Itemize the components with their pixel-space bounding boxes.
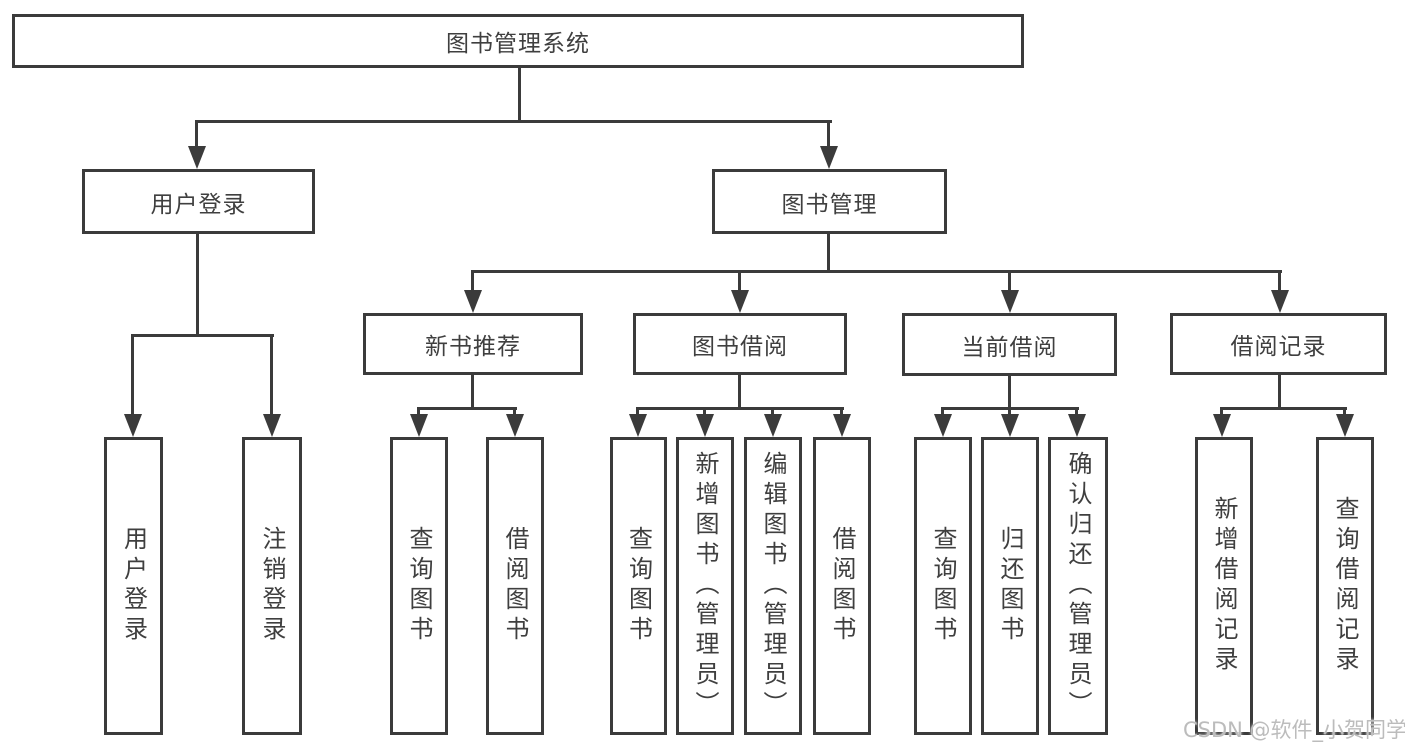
node-current-borrowing: 当前借阅: [902, 313, 1117, 376]
leaf-query-books-2-label: 查询图书: [624, 526, 653, 646]
connector-line: [513, 407, 516, 416]
leaf-borrow-books-2: 借阅图书: [813, 437, 871, 735]
node-borrowing-records: 借阅记录: [1170, 313, 1387, 375]
arrowhead-down-icon: [1336, 414, 1354, 437]
connector-line: [196, 233, 199, 337]
leaf-edit-books-admin: 编辑图书（管理员）: [744, 437, 802, 735]
connector-line: [840, 407, 843, 416]
connector-line: [518, 67, 521, 123]
leaf-user-login-label: 用户登录: [119, 526, 148, 646]
node-user-login: 用户登录: [82, 169, 315, 234]
arrowhead-down-icon: [833, 414, 851, 437]
connector-line: [196, 120, 832, 123]
leaf-add-borrow-record: 新增借阅记录: [1195, 437, 1253, 735]
leaf-borrow-books-2-label: 借阅图书: [828, 526, 856, 646]
connector-line: [270, 334, 273, 416]
arrowhead-down-icon: [696, 414, 714, 437]
node-book-borrowing: 图书借阅: [633, 313, 847, 375]
connector-line: [1075, 407, 1078, 416]
connector-line: [827, 233, 830, 273]
arrowhead-down-icon: [464, 290, 482, 313]
arrowhead-down-icon: [1068, 414, 1086, 437]
arrowhead-down-icon: [934, 414, 952, 437]
leaf-borrow-books-1-label: 借阅图书: [501, 526, 529, 646]
arrowhead-down-icon: [1213, 414, 1231, 437]
connector-line: [703, 407, 706, 416]
leaf-add-books-admin: 新增图书（管理员）: [676, 437, 734, 735]
arrowhead-down-icon: [731, 290, 749, 313]
connector-line: [738, 375, 741, 410]
leaf-add-books-admin-label: 新增图书（管理员）: [691, 451, 719, 721]
node-new-book-recommendation: 新书推荐: [363, 313, 583, 375]
connector-line: [941, 407, 944, 416]
connector-line: [1220, 407, 1347, 410]
connector-line: [417, 407, 420, 416]
arrowhead-down-icon: [820, 146, 838, 169]
connector-line: [1278, 270, 1281, 292]
arrowhead-down-icon: [410, 414, 428, 437]
arrowhead-down-icon: [124, 414, 142, 437]
connector-line: [1220, 407, 1223, 416]
arrowhead-down-icon: [1271, 290, 1289, 313]
leaf-query-books-2: 查询图书: [610, 437, 667, 735]
leaf-query-books-1: 查询图书: [390, 437, 448, 735]
connector-line: [771, 407, 774, 416]
leaf-logout-label: 注销登录: [258, 526, 286, 646]
leaf-query-books-3: 查询图书: [914, 437, 972, 735]
leaf-query-books-3-label: 查询图书: [929, 526, 957, 646]
leaf-return-books: 归还图书: [981, 437, 1039, 735]
node-library-management-system: 图书管理系统: [12, 14, 1024, 68]
connector-line: [471, 270, 474, 292]
leaf-confirm-return-admin: 确认归还（管理员）: [1048, 437, 1108, 735]
connector-line: [1278, 375, 1281, 410]
connector-line: [131, 334, 274, 337]
connector-line: [195, 120, 198, 148]
connector-line: [471, 375, 474, 410]
connector-line: [1008, 376, 1011, 410]
csdn-watermark: CSDN @软件_小贺同学: [1183, 718, 1405, 742]
connector-line: [131, 334, 134, 416]
leaf-query-borrow-record-label: 查询借阅记录: [1331, 496, 1359, 676]
connector-line: [417, 407, 517, 410]
leaf-edit-books-admin-label: 编辑图书（管理员）: [759, 451, 787, 721]
connector-line: [636, 407, 639, 416]
arrowhead-down-icon: [263, 414, 281, 437]
leaf-query-books-1-label: 查询图书: [405, 526, 433, 646]
arrowhead-down-icon: [629, 414, 647, 437]
leaf-logout: 注销登录: [242, 437, 302, 735]
arrowhead-down-icon: [1001, 290, 1019, 313]
arrowhead-down-icon: [188, 146, 206, 169]
leaf-confirm-return-admin-label: 确认归还（管理员）: [1064, 451, 1092, 721]
connector-line: [636, 407, 844, 410]
connector-line: [1008, 270, 1011, 292]
leaf-query-borrow-record: 查询借阅记录: [1316, 437, 1374, 735]
connector-line: [738, 270, 741, 292]
arrowhead-down-icon: [1001, 414, 1019, 437]
leaf-borrow-books-1: 借阅图书: [486, 437, 544, 735]
arrowhead-down-icon: [764, 414, 782, 437]
node-book-management: 图书管理: [712, 169, 947, 234]
leaf-return-books-label: 归还图书: [996, 526, 1024, 646]
connector-line: [827, 120, 830, 148]
connector-line: [1008, 407, 1011, 416]
leaf-user-login: 用户登录: [104, 437, 163, 735]
arrowhead-down-icon: [506, 414, 524, 437]
leaf-add-borrow-record-label: 新增借阅记录: [1210, 496, 1238, 676]
connector-line: [1343, 407, 1346, 416]
connector-line: [471, 270, 1282, 273]
